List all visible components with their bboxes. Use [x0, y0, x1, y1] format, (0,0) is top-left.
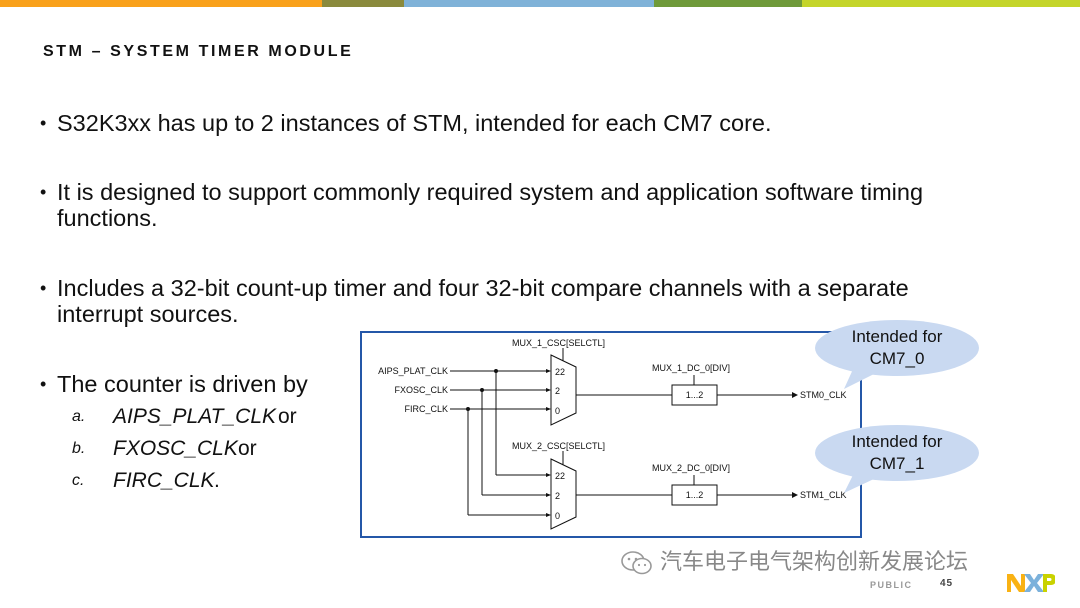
- input-label-aips: AIPS_PLAT_CLK: [378, 366, 448, 376]
- div2-label: MUX_2_DC_0[DIV]: [652, 463, 730, 473]
- callout-cm7-0: Intended for CM7_0: [814, 319, 980, 389]
- topbar-segment: [322, 0, 404, 7]
- output-label-stm0: STM0_CLK: [800, 390, 847, 400]
- mux1-in-label: 2: [555, 386, 560, 396]
- sub-item-text: AIPS_PLAT_CLK: [113, 405, 277, 428]
- sub-item-letter: b.: [72, 440, 86, 457]
- bullet-text: S32K3xx has up to 2 instances of STM, in…: [57, 110, 772, 136]
- bullet-text: interrupt sources.: [57, 301, 239, 327]
- arrow-head: [546, 493, 551, 497]
- topbar-segment: [404, 0, 654, 7]
- junction-dot: [494, 369, 498, 373]
- arrow-head: [546, 513, 551, 517]
- bullet-text: It is designed to support commonly requi…: [57, 179, 924, 205]
- callout-text: Intended for: [851, 432, 943, 451]
- arrow-head: [792, 492, 798, 498]
- div2-box-label: 1...2: [686, 490, 704, 500]
- input-label-fxosc: FXOSC_CLK: [394, 385, 448, 395]
- topbar-segment: [654, 0, 802, 7]
- callout-text: CM7_1: [869, 454, 925, 473]
- bullet-text: functions.: [57, 205, 158, 231]
- mux1-in-label: 22: [555, 367, 565, 377]
- mux2-select-label: MUX_2_CSC[SELCTL]: [512, 441, 605, 451]
- mux1-select-label: MUX_1_CSC[SELCTL]: [512, 338, 605, 348]
- arrow-head: [546, 407, 551, 411]
- sub-item-trail: .: [214, 469, 220, 492]
- nxp-logo: [1007, 572, 1057, 594]
- callout-shape: [815, 425, 979, 493]
- callout-cm7-1: Intended for CM7_1: [814, 423, 980, 493]
- top-color-bar: [0, 0, 1080, 7]
- junction-dot: [466, 407, 470, 411]
- slide-title: STM – SYSTEM TIMER MODULE: [43, 43, 354, 60]
- footer-classification: PUBLIC: [870, 580, 913, 590]
- bullet-dot: •: [40, 278, 47, 298]
- mux2-in-label: 2: [555, 491, 560, 501]
- bullet-dot: •: [40, 374, 47, 394]
- bullet-text: The counter is driven by: [57, 371, 308, 397]
- topbar-segment: [0, 0, 322, 7]
- sub-item-letter: c.: [72, 472, 85, 489]
- callout-shape: [815, 320, 979, 389]
- watermark-text: 汽车电子电气架构创新发展论坛: [660, 549, 969, 574]
- sub-item-letter: a.: [72, 408, 86, 425]
- footer-page-number: 45: [940, 578, 954, 589]
- mux-2: [550, 458, 577, 530]
- junction-dot: [480, 388, 484, 392]
- callout-text: Intended for: [851, 327, 943, 346]
- arrow-head: [546, 369, 551, 373]
- watermark: 汽车电子电气架构创新发展论坛: [620, 544, 968, 576]
- output-label-stm1: STM1_CLK: [800, 490, 847, 500]
- sub-item-trail: or: [278, 405, 297, 428]
- clock-diagram-svg: AIPS_PLAT_CLK FXOSC_CLK FIRC_CLK MUX_1_C…: [378, 338, 847, 530]
- sub-item-text: FXOSC_CLK: [113, 437, 238, 460]
- bullet-text: Includes a 32-bit count-up timer and fou…: [57, 275, 909, 301]
- bullet-dot: •: [40, 182, 47, 202]
- sub-item-trail: or: [238, 437, 257, 460]
- wechat-icon: [620, 550, 654, 576]
- sub-item-text: FIRC_CLK: [113, 469, 215, 492]
- clock-diagram: AIPS_PLAT_CLK FXOSC_CLK FIRC_CLK MUX_1_C…: [360, 331, 862, 538]
- mux2-in-label: 22: [555, 471, 565, 481]
- mux2-in-label: 0: [555, 511, 560, 521]
- mux1-in-label: 0: [555, 406, 560, 416]
- input-label-firc: FIRC_CLK: [404, 404, 448, 414]
- arrow-head: [546, 388, 551, 392]
- arrow-head: [546, 473, 551, 477]
- mux-1: [550, 354, 577, 426]
- callout-text: CM7_0: [869, 349, 925, 368]
- div1-box-label: 1...2: [686, 390, 704, 400]
- bullet-dot: •: [40, 113, 47, 133]
- topbar-segment: [802, 0, 1080, 7]
- arrow-head: [792, 392, 798, 398]
- div1-label: MUX_1_DC_0[DIV]: [652, 363, 730, 373]
